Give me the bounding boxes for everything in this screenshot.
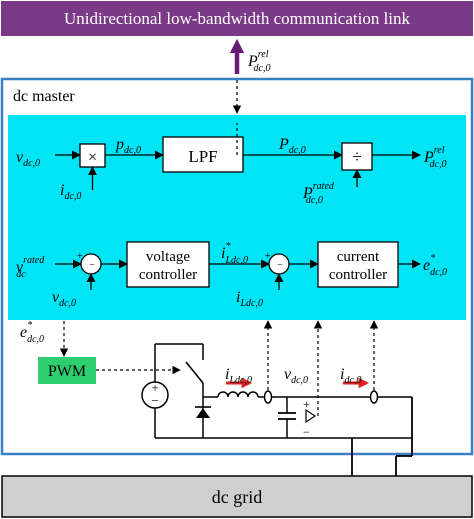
i-ldc0-feedback-label: iLdc,0 [236,289,263,309]
e-output-label: e*dc,0 [423,253,447,278]
p-dc0-big-label: Pdc,0 [278,136,306,156]
multiplier-symbol: × [88,149,97,166]
output-current-sensor [369,390,379,404]
pwm-block [38,357,96,384]
pwm-label: PWM [48,363,86,380]
v-dc0-meas-label: vdc,0 [284,366,308,386]
v-dc0-feedback-label: vdc,0 [52,289,76,309]
inductor [217,391,259,398]
current-controller-label-1: current [337,249,380,265]
p-dc0-small-label: pdc,0 [115,136,141,156]
current-sum-minus: − [277,260,283,271]
i-ldc0-meas-label: iLdc,0 [225,366,252,386]
dc-master-label: dc master [13,88,75,105]
i-ref-label: i*Ldc,0 [221,241,248,266]
voltage-controller-label-2: controller [139,267,197,283]
voltage-sum-plus: + [77,251,83,262]
source-plus: + [151,380,158,395]
current-sum-plus: + [265,251,271,262]
communication-link-banner [1,1,473,36]
voltage-sensor [305,408,317,424]
lpf-label: LPF [188,147,217,166]
current-controller-label-2: controller [329,267,387,283]
voltage-controller-block [126,241,210,288]
dc-grid-bar [1,475,473,518]
communication-link-title: Unidirectional low-bandwidth communicati… [64,9,411,28]
freewheel-diode [196,408,210,418]
voltage-controller-label-1: voltage [146,249,190,265]
v-dc0-input-label: vdc,0 [16,149,40,169]
voltage-sensor-minus: − [303,425,310,439]
dc-grid-label: dc grid [212,487,262,507]
voltage-sensor-plus: + [303,397,310,411]
switch-blade [185,361,204,384]
current-controller-block [317,241,399,288]
voltage-sum-minus: − [89,260,95,271]
inductor-current-sensor [263,390,273,404]
i-dc0-meas-label: idc,0 [340,366,361,386]
i-dc0-input-label: idc,0 [60,182,81,202]
e-pwm-label: e*dc,0 [20,320,44,345]
divider-block [341,142,373,171]
source-minus: − [151,393,158,408]
divider-symbol: ÷ [352,147,361,166]
